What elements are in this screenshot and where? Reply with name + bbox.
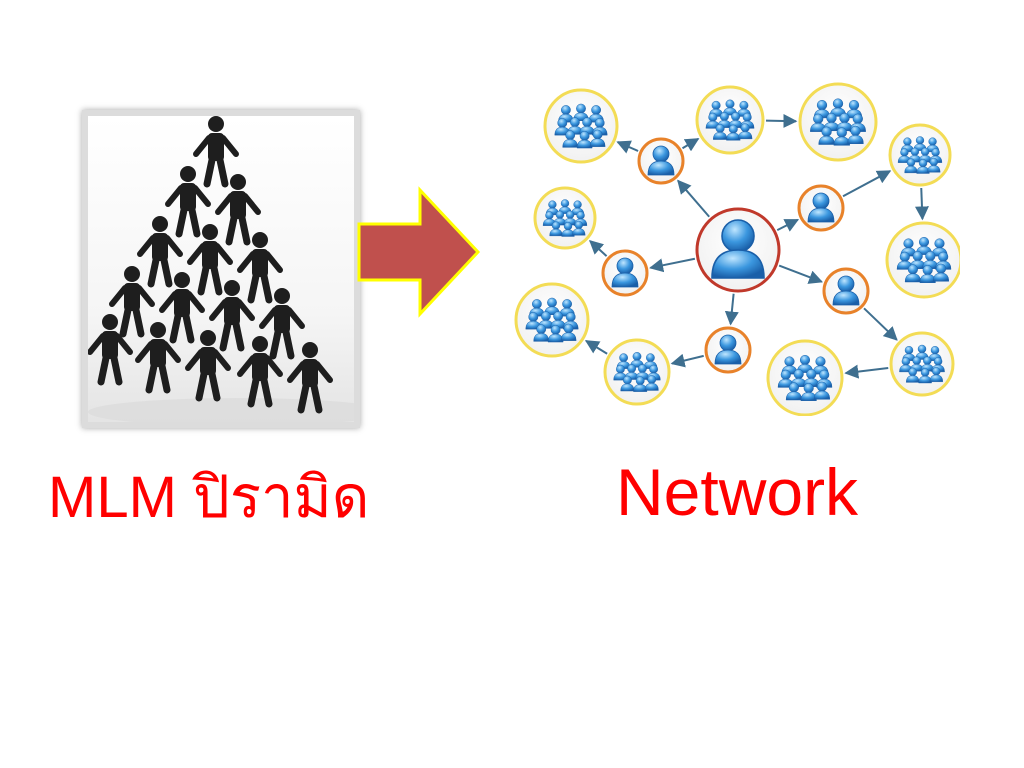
people-group-icon <box>514 282 590 358</box>
people-group-icon <box>889 331 955 397</box>
people-group-icon <box>888 123 952 187</box>
right-arrow-icon <box>357 186 481 318</box>
pyramid-figure <box>168 166 208 234</box>
pyramid-figure <box>112 266 152 334</box>
person-icon <box>637 137 685 185</box>
human-pyramid-icon <box>88 116 354 422</box>
floor-shadow <box>88 398 354 422</box>
node-ring <box>514 282 590 358</box>
people-group-icon <box>695 85 765 155</box>
person-icon <box>704 326 752 374</box>
connector-arrow <box>616 140 639 154</box>
node-ring <box>543 88 619 164</box>
connector-arrow <box>649 257 696 273</box>
pyramid-figures <box>90 116 330 410</box>
person-hub-icon <box>695 207 781 293</box>
connector-arrow <box>589 240 608 257</box>
people-group-icon <box>766 339 844 416</box>
network-nodes <box>514 82 960 416</box>
node-ring <box>603 338 671 406</box>
node-ring <box>798 82 878 162</box>
node-ring <box>533 186 597 250</box>
people-group-icon <box>533 186 597 250</box>
connector-arrow <box>765 113 798 128</box>
person-icon <box>822 267 870 315</box>
node-ring <box>695 85 765 155</box>
people-group-icon <box>798 82 878 162</box>
connector-arrow <box>776 218 800 232</box>
node-ring <box>888 123 952 187</box>
human-pyramid-image <box>82 110 360 428</box>
connector-arrow <box>778 264 824 284</box>
pyramid-figure <box>196 116 236 184</box>
node-ring <box>766 339 844 416</box>
connector-arrow <box>677 179 710 218</box>
connector-arrow <box>842 170 892 198</box>
network-diagram <box>514 82 960 416</box>
network-connectors <box>584 113 929 379</box>
node-ring <box>885 221 960 299</box>
connector-arrow <box>681 138 700 152</box>
people-group-icon <box>603 338 671 406</box>
connector-arrow <box>914 187 929 221</box>
pyramid-figure <box>140 216 180 284</box>
person-icon <box>601 249 649 297</box>
people-group-icon <box>885 221 960 299</box>
connector-arrow <box>584 340 608 355</box>
people-group-icon <box>543 88 619 164</box>
node-ring <box>889 331 955 397</box>
connector-arrow <box>863 307 898 341</box>
connector-arrow <box>724 293 739 326</box>
caption-mlm-pyramid: MLM ปิรามิด <box>48 465 370 530</box>
arrow-shape <box>357 186 481 318</box>
person-icon <box>797 184 845 232</box>
connector-arrow <box>670 353 704 368</box>
caption-network: Network <box>616 455 859 529</box>
connector-arrow <box>844 364 889 379</box>
